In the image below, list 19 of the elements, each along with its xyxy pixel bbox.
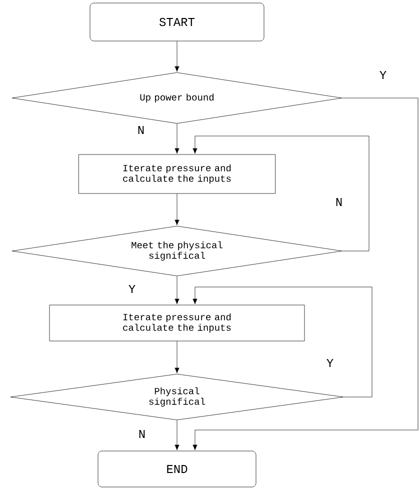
edge-label: N (334, 197, 344, 207)
edge-label: Y (325, 358, 335, 368)
arrow (192, 136, 370, 252)
arrow (192, 286, 372, 398)
arrow (174, 341, 180, 374)
edge-label: N (136, 125, 146, 135)
arrow (174, 41, 180, 72)
arrow (174, 194, 180, 226)
edge-label: Y (378, 70, 388, 80)
arrow (174, 276, 180, 304)
process-box: Iterate pressure and calculate the inputs (49, 304, 305, 342)
edge-label: Y (127, 284, 137, 294)
arrow (174, 420, 180, 450)
terminal-box: END (98, 450, 256, 488)
arrow (192, 98, 418, 450)
process-box: Iterate pressure and calculate the inputs (78, 154, 276, 194)
arrow (174, 124, 180, 154)
terminal-box: START (90, 2, 264, 42)
edge-label: N (137, 429, 147, 439)
